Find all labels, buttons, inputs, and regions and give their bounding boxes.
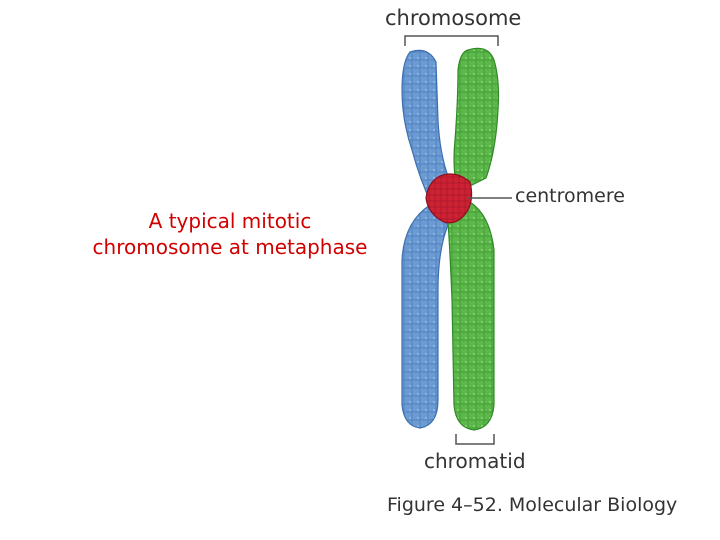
left-chromatid-upper-arm: [401, 49, 453, 207]
chromatid-bracket: [455, 434, 495, 445]
left-chromatid-lower-arm: [401, 204, 449, 429]
right-chromatid-lower-arm: [447, 201, 495, 431]
caption-line-1: A typical mitotic: [148, 209, 312, 233]
centromere-label: centromere: [515, 185, 625, 207]
chromatid-label: chromatid: [424, 449, 526, 473]
right-chromatid-upper-arm: [453, 47, 500, 193]
figure-credit: Figure 4–52. Molecular Biology: [387, 494, 678, 516]
centromere-region: [425, 173, 473, 224]
chromosome-label: chromosome: [385, 6, 522, 30]
caption-line-2: chromosome at metaphase: [92, 235, 368, 259]
slide-caption: A typical mitotic chromosome at metaphas…: [80, 208, 380, 260]
chromosome-bracket: [404, 35, 499, 46]
